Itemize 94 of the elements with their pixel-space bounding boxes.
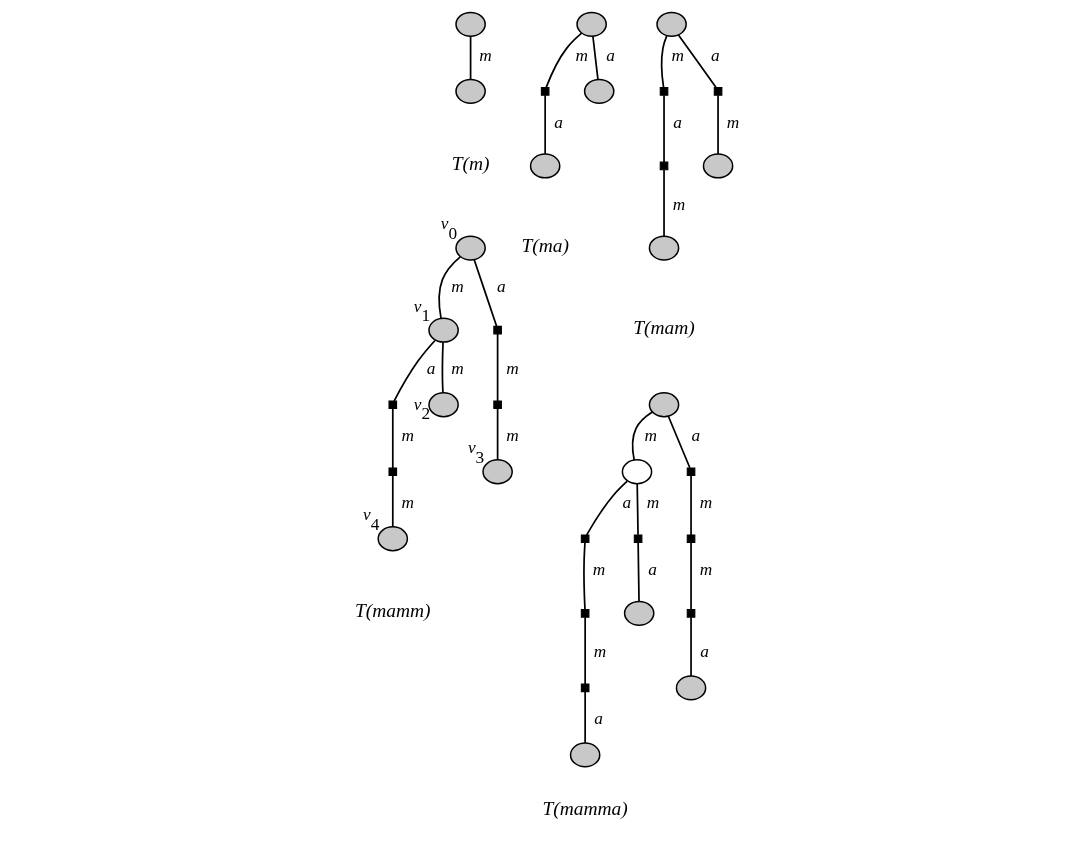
connector	[663, 94, 665, 163]
connector	[545, 32, 583, 89]
node-circle	[377, 526, 409, 552]
connector	[660, 34, 668, 89]
node-box	[388, 467, 398, 477]
connector	[584, 690, 586, 744]
connector	[667, 415, 691, 469]
node-box	[686, 467, 696, 477]
edge-label: m	[451, 277, 464, 297]
node-circle	[428, 392, 459, 418]
edge-label: a	[606, 45, 615, 65]
connector	[636, 482, 639, 536]
connector	[391, 474, 394, 528]
node-box	[713, 87, 723, 96]
connector	[441, 341, 444, 394]
node-circle	[455, 11, 486, 37]
node-circle	[675, 675, 707, 701]
edge-label: m	[506, 359, 519, 379]
connector	[663, 169, 665, 237]
edge-label: m	[401, 493, 414, 513]
label: T(mam)	[633, 316, 695, 338]
node-box	[659, 87, 669, 96]
connector	[631, 411, 654, 461]
edge-label: m	[575, 45, 588, 65]
connector	[496, 333, 499, 402]
node-box	[493, 400, 502, 410]
edge-label: m	[479, 45, 492, 65]
connector	[583, 541, 586, 610]
node-circle	[702, 153, 734, 179]
edge-label: m	[506, 426, 519, 446]
edge-label: a	[691, 426, 701, 446]
connector	[473, 258, 498, 328]
node-circle	[482, 459, 513, 485]
connector	[469, 35, 472, 81]
edge-label: m	[593, 642, 607, 662]
connector	[637, 541, 640, 603]
node-circle	[428, 317, 459, 343]
node-box	[493, 325, 502, 335]
node-box	[580, 683, 590, 693]
node-circle	[529, 153, 561, 179]
node-circle	[583, 78, 615, 104]
node-circle	[621, 459, 653, 485]
edge-label: a	[711, 45, 720, 65]
connector	[496, 407, 499, 461]
node-circle	[569, 742, 601, 768]
edge-label: m	[672, 195, 686, 215]
node-circle	[656, 11, 687, 37]
connector	[544, 94, 547, 155]
node-circle	[455, 78, 486, 104]
node-circle	[576, 11, 607, 37]
edge-label: m	[646, 493, 660, 513]
label: T(mamma)	[542, 797, 628, 819]
edge-label: a	[497, 277, 506, 297]
node-circle	[648, 235, 680, 261]
edge-label: m	[726, 112, 740, 132]
connector	[677, 34, 717, 89]
connector	[592, 35, 599, 81]
edge-label: m	[699, 560, 713, 580]
label: T(ma)	[521, 234, 569, 256]
node-box	[633, 534, 643, 544]
edge-label: m	[451, 359, 464, 379]
connector	[585, 480, 629, 536]
node-box	[388, 400, 398, 410]
edge-label: m	[671, 45, 685, 65]
edge-label: m	[401, 426, 414, 446]
label: T(m)	[451, 152, 490, 174]
connector	[690, 616, 692, 677]
node-box	[580, 609, 590, 618]
node-circle	[623, 600, 655, 626]
connector	[584, 616, 586, 685]
node-box	[686, 609, 696, 618]
node-box	[580, 534, 590, 544]
edge-label: m	[644, 426, 658, 446]
node-box	[659, 161, 669, 171]
edge-label: a	[648, 560, 657, 580]
node-circle	[648, 392, 680, 418]
edge-label: a	[673, 112, 682, 132]
connector	[393, 339, 436, 402]
edge-label: m	[699, 493, 713, 513]
edge-label: a	[594, 709, 603, 729]
connector	[717, 94, 719, 155]
edge-label: a	[700, 642, 709, 662]
connector	[391, 407, 394, 469]
node-box	[540, 87, 550, 96]
connector	[690, 474, 692, 536]
label: T(mamm)	[354, 599, 431, 621]
edge-label: m	[592, 560, 606, 580]
edge-label: a	[426, 359, 436, 379]
node-box	[686, 534, 696, 544]
connector	[690, 541, 692, 611]
node-circle	[455, 235, 486, 261]
edge-label: a	[622, 493, 632, 513]
edge-label: a	[554, 112, 563, 132]
connector	[438, 256, 462, 320]
